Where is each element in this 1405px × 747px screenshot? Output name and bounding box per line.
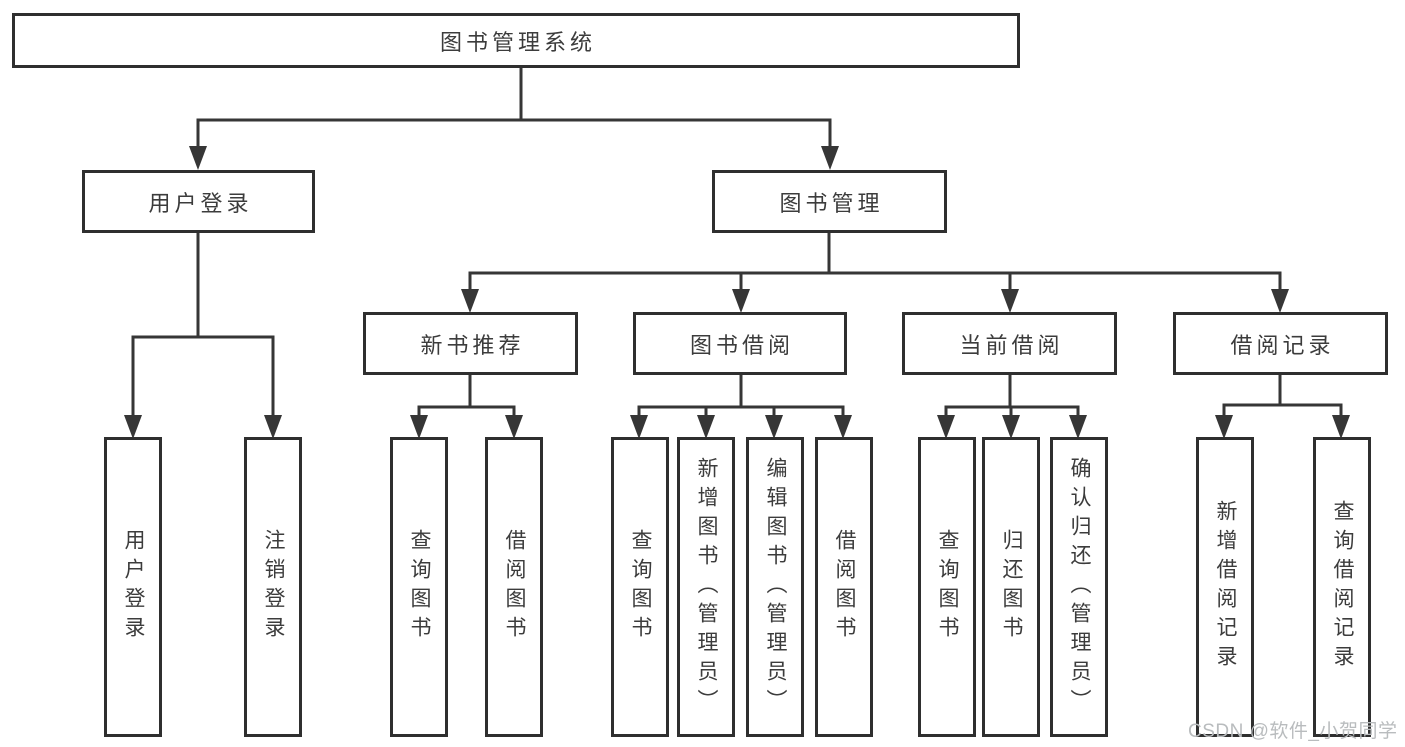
- leaf-add-book-admin-label: 新增图书（管理员）: [695, 456, 718, 718]
- arrowhead-leaf-user-login: [124, 415, 142, 439]
- arrowhead-new-book-recommend: [461, 289, 479, 313]
- leaf-query-books-recommend-label: 查询图书: [408, 529, 431, 645]
- connector-user-login-branch: [131, 233, 275, 420]
- leaf-query-books-recommend: 查询图书: [390, 437, 448, 737]
- leaf-query-books-borrowing-label: 查询图书: [629, 529, 652, 645]
- connector-current-borrowing-branch: [944, 375, 1080, 421]
- leaf-logout-label: 注销登录: [262, 529, 285, 645]
- arrowhead-leaf-borrow-books-2: [834, 415, 852, 439]
- node-current-borrowing: 当前借阅: [902, 312, 1117, 375]
- connector-book-management-branch: [468, 233, 1282, 296]
- node-user-login-label: 用户登录: [148, 190, 253, 216]
- node-new-book-recommend: 新书推荐: [363, 312, 578, 375]
- leaf-user-login-label: 用户登录: [122, 529, 145, 645]
- arrowhead-leaf-query-borrow-record: [1332, 415, 1350, 439]
- leaf-logout: 注销登录: [244, 437, 302, 737]
- arrowhead-user-login: [189, 146, 207, 170]
- arrowhead-leaf-borrow-books-1: [505, 415, 523, 439]
- node-library-system: 图书管理系统: [12, 13, 1020, 68]
- leaf-query-borrow-record: 查询借阅记录: [1313, 437, 1371, 737]
- node-book-borrowing: 图书借阅: [633, 312, 847, 375]
- leaf-query-borrow-record-label: 查询借阅记录: [1331, 500, 1354, 674]
- leaf-borrow-books-borrowing: 借阅图书: [815, 437, 873, 737]
- node-library-system-label: 图书管理系统: [439, 29, 596, 55]
- arrowhead-leaf-edit-book: [765, 415, 783, 439]
- leaf-add-book-admin: 新增图书（管理员）: [677, 437, 735, 737]
- watermark: CSDN @软件_小贺同学: [1188, 721, 1398, 742]
- node-borrowing-records-label: 借阅记录: [1230, 332, 1335, 358]
- leaf-query-books-current: 查询图书: [918, 437, 976, 737]
- leaf-return-books: 归还图书: [982, 437, 1040, 737]
- arrowhead-leaf-return-books: [1002, 415, 1020, 439]
- leaf-return-books-label: 归还图书: [1000, 529, 1023, 645]
- arrowhead-book-management: [821, 146, 839, 170]
- node-book-borrowing-label: 图书借阅: [689, 332, 794, 358]
- leaf-add-borrow-record-label: 新增借阅记录: [1214, 500, 1237, 674]
- node-book-management: 图书管理: [712, 170, 947, 233]
- leaf-confirm-return-admin: 确认归还（管理员）: [1050, 437, 1108, 737]
- arrowhead-leaf-add-borrow-record: [1215, 415, 1233, 439]
- leaf-borrow-books-borrowing-label: 借阅图书: [833, 529, 856, 645]
- leaf-query-books-borrowing: 查询图书: [611, 437, 669, 737]
- connector-root: [196, 66, 832, 150]
- arrowhead-leaf-query-books-3: [937, 415, 955, 439]
- connector-book-borrowing-branch: [637, 375, 845, 421]
- arrowhead-leaf-logout: [264, 415, 282, 439]
- arrowhead-leaf-query-books-2: [630, 415, 648, 439]
- leaf-query-books-current-label: 查询图书: [936, 529, 959, 645]
- leaf-borrow-books-recommend: 借阅图书: [485, 437, 543, 737]
- leaf-user-login: 用户登录: [104, 437, 162, 737]
- arrowhead-leaf-query-books-1: [410, 415, 428, 439]
- node-borrowing-records: 借阅记录: [1173, 312, 1388, 375]
- leaf-edit-book-admin-label: 编辑图书（管理员）: [764, 456, 787, 718]
- arrowhead-leaf-add-book: [697, 415, 715, 439]
- leaf-borrow-books-recommend-label: 借阅图书: [503, 529, 526, 645]
- arrowhead-leaf-confirm-return: [1069, 415, 1087, 439]
- arrowhead-book-borrowing: [732, 289, 750, 313]
- node-new-book-recommend-label: 新书推荐: [420, 332, 525, 358]
- arrowhead-current-borrowing: [1001, 289, 1019, 313]
- leaf-confirm-return-admin-label: 确认归还（管理员）: [1068, 456, 1091, 718]
- node-book-management-label: 图书管理: [779, 190, 884, 216]
- leaf-edit-book-admin: 编辑图书（管理员）: [746, 437, 804, 737]
- node-current-borrowing-label: 当前借阅: [959, 332, 1064, 358]
- node-user-login: 用户登录: [82, 170, 315, 233]
- leaf-add-borrow-record: 新增借阅记录: [1196, 437, 1254, 737]
- connector-borrowing-records-branch: [1222, 375, 1343, 421]
- connector-new-book-branch: [417, 375, 516, 421]
- arrowhead-borrowing-records: [1271, 289, 1289, 313]
